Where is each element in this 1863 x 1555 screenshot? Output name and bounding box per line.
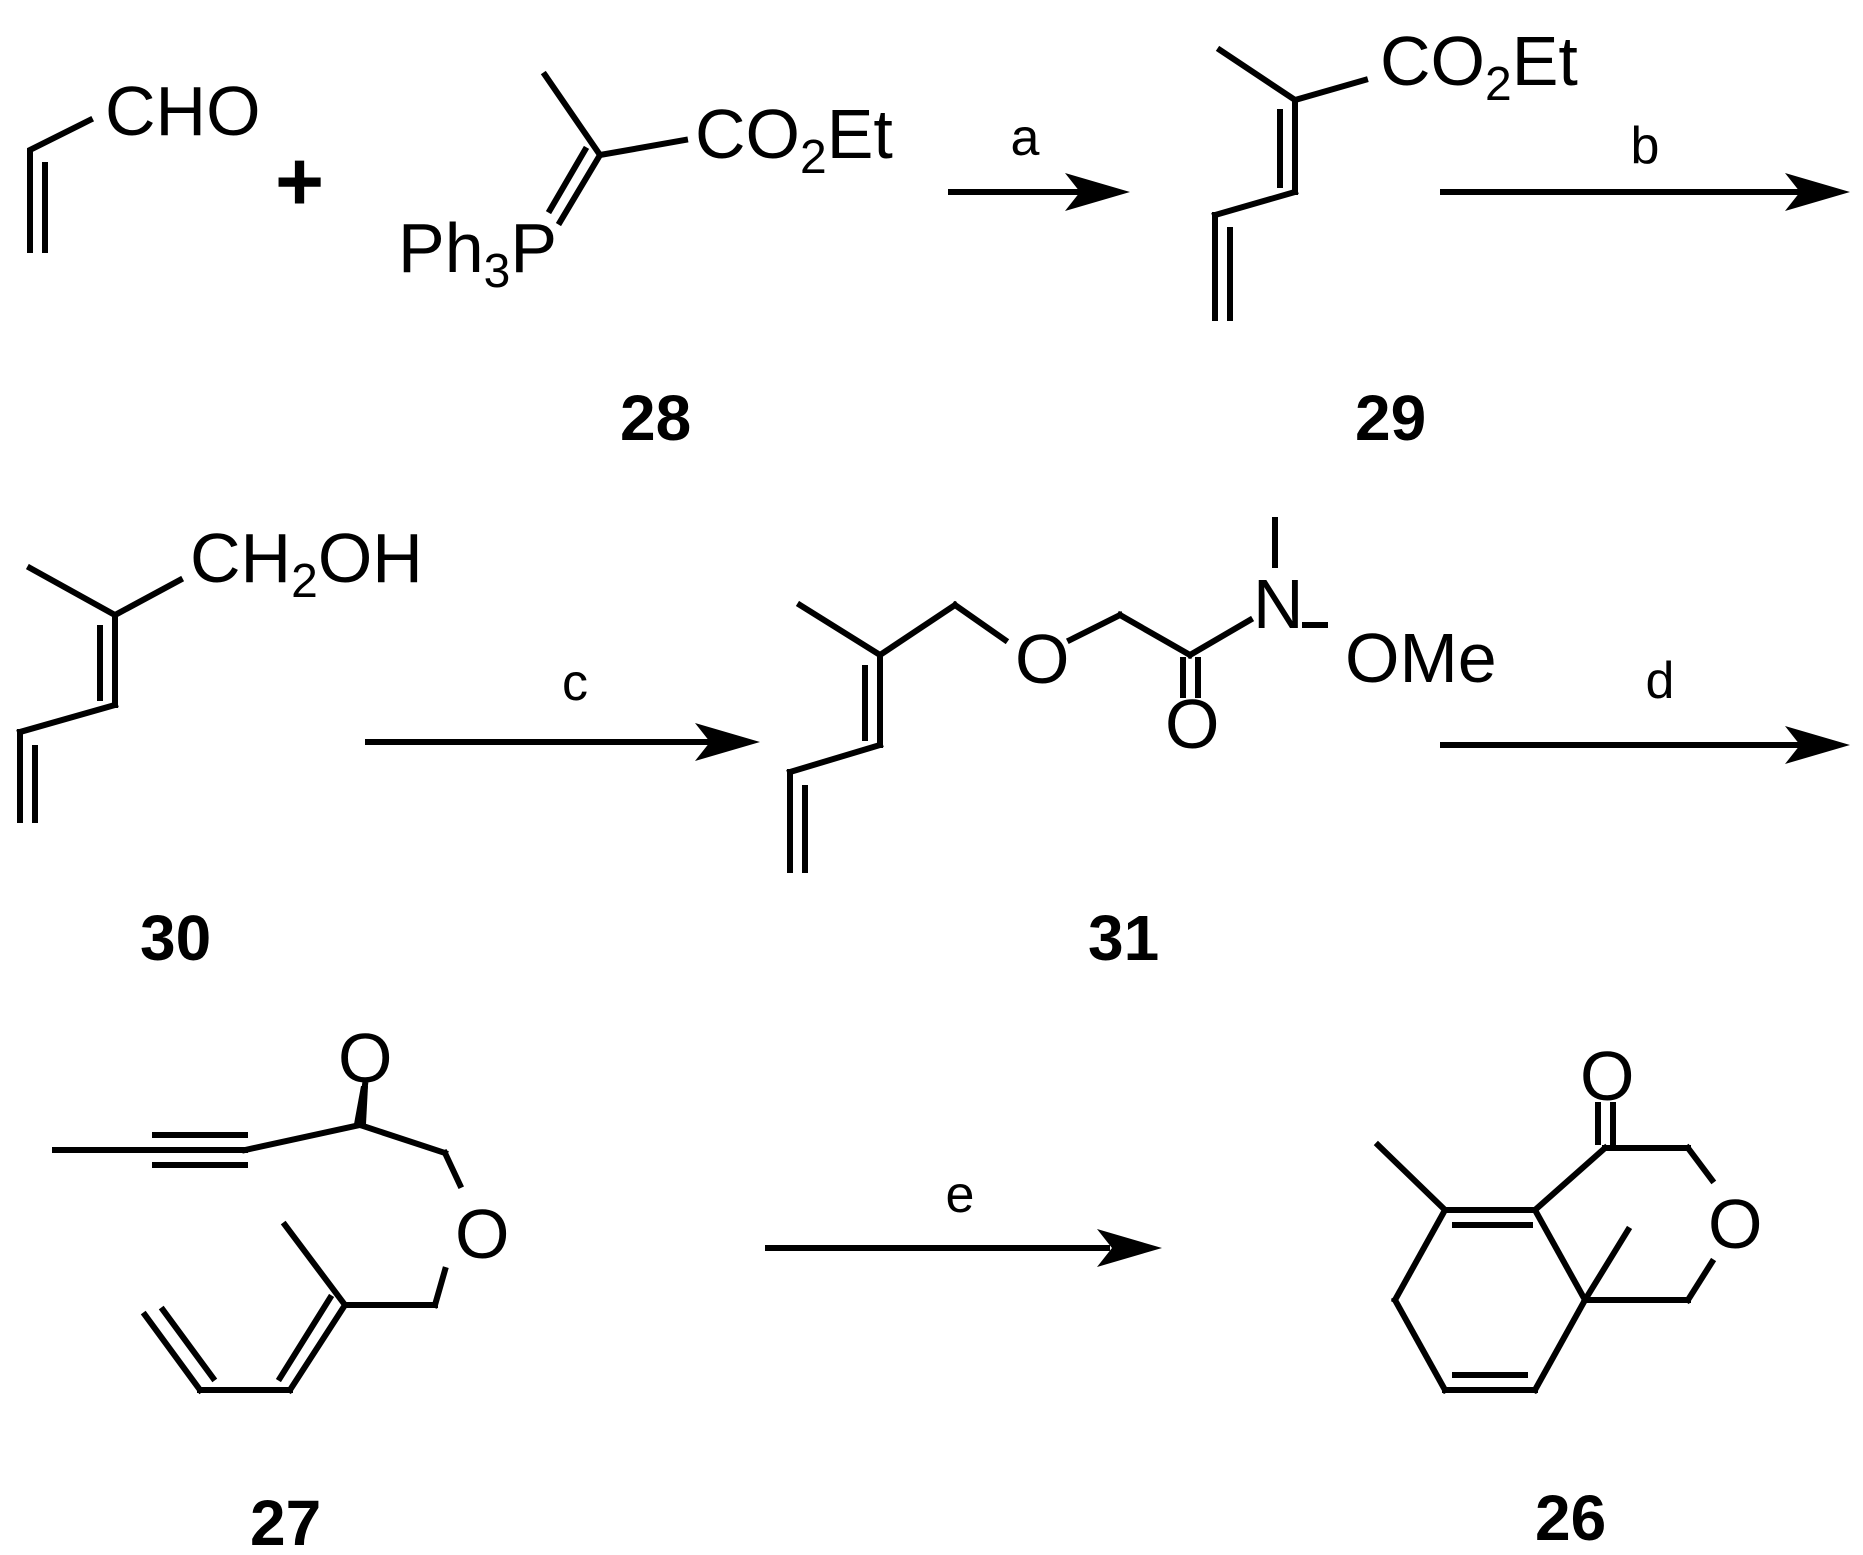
c29-c3c4-bond xyxy=(1211,188,1299,219)
c31-n-label: N xyxy=(1253,565,1304,643)
acrolein-bonds xyxy=(27,115,95,253)
c26-ring-o-label: O xyxy=(1708,1185,1762,1263)
c27-alkyne-co-bond xyxy=(241,1121,364,1154)
reaction-arrow-a: a xyxy=(948,109,1130,211)
c28-ylide-bond xyxy=(555,150,605,227)
condition-c: c xyxy=(562,654,588,712)
c26-ar-co-bond xyxy=(1530,1143,1610,1215)
c31-ome-label: OMe xyxy=(1345,619,1497,697)
c28-ph3p-label: Ph3P xyxy=(398,209,557,298)
compound-28-label: 28 xyxy=(620,382,691,454)
c26-quat-methyl-bond xyxy=(1580,1225,1633,1305)
reaction-arrow-b: b xyxy=(1440,117,1850,211)
c26-ring-5 xyxy=(1530,1295,1590,1395)
c27-vinyl-bond xyxy=(140,1310,205,1395)
condition-b: b xyxy=(1631,117,1660,175)
c27-ether-o-label: O xyxy=(455,1195,509,1273)
c26-ring-6 xyxy=(1530,1205,1590,1305)
c26-ch2o-bond xyxy=(1683,1143,1717,1185)
c28-ester-bond xyxy=(596,136,689,159)
c27-methyl-bond xyxy=(280,1220,350,1310)
condition-a: a xyxy=(1011,109,1040,167)
compound-27-structure: O O xyxy=(52,1019,509,1395)
compound-26-label: 26 xyxy=(1535,1482,1606,1554)
c31-ch2co-bond xyxy=(1115,610,1195,660)
compound-31-label: 31 xyxy=(1088,902,1159,974)
compound-30-label: 30 xyxy=(140,902,211,974)
c31-ch2-bond xyxy=(875,600,960,660)
c29-ester-bond xyxy=(1291,76,1369,104)
c29-co2et-label: CO2Et xyxy=(1380,22,1578,111)
c27-c2c3-double xyxy=(275,1293,335,1383)
c30-ch2oh-label: CH2OH xyxy=(190,519,423,608)
compound-29-label: 29 xyxy=(1355,382,1426,454)
c28-ylide-double xyxy=(545,145,590,215)
acrolein-structure: CHO xyxy=(27,72,261,253)
c31-ch2o-bond xyxy=(950,600,1010,645)
c31-c3c4-bond xyxy=(786,741,884,776)
c27-coch2-bond xyxy=(356,1121,449,1157)
compound-29-structure: CO2Et xyxy=(1211,22,1578,321)
compound-28-structure: CO2Et Ph3P xyxy=(398,70,893,298)
c31-och2-bond xyxy=(1065,610,1125,645)
c31-cn-bond xyxy=(1185,615,1255,660)
c27-ch2o-bond xyxy=(441,1149,464,1189)
c26-ring-methyl-bond xyxy=(1373,1140,1450,1215)
c30-methyl-bond xyxy=(25,563,120,620)
c27-vinyl-double xyxy=(158,1305,218,1383)
reaction-arrow-e: e xyxy=(765,1166,1162,1267)
c27-c2c3-bond xyxy=(285,1300,350,1395)
c30-ch2oh-bond xyxy=(110,575,185,620)
c28-co2et-label: CO2Et xyxy=(695,95,893,184)
c31-carbonyl-o-label: O xyxy=(1165,685,1219,763)
reaction-arrow-d: d xyxy=(1440,652,1850,764)
compound-30-structure: CH2OH xyxy=(16,519,423,823)
condition-e: e xyxy=(946,1166,975,1224)
compound-26-structure: O O xyxy=(1373,1037,1762,1395)
compound-27-label: 27 xyxy=(250,1487,321,1555)
c31-methyl-bond xyxy=(795,600,885,660)
acrolein-cho-label: CHO xyxy=(105,72,261,150)
c27-och2-bond xyxy=(431,1266,449,1309)
c27-wedge-bond xyxy=(354,1086,368,1124)
c27-carbonyl-o-label: O xyxy=(338,1019,392,1097)
c26-carbonyl-o-label: O xyxy=(1580,1037,1634,1115)
c29-methyl-bond xyxy=(1215,45,1300,105)
c26-ring-3 xyxy=(1390,1295,1450,1395)
condition-d: d xyxy=(1646,652,1675,710)
c30-c3c4-bond xyxy=(16,701,119,736)
c28-methyl-bond xyxy=(540,70,605,160)
reaction-arrow-c: c xyxy=(365,654,760,761)
plus-sign: + xyxy=(275,134,324,228)
c26-ring-2 xyxy=(1390,1205,1450,1305)
c26-och2-bond xyxy=(1683,1257,1717,1305)
compound-31-structure: O O N OMe xyxy=(786,517,1497,873)
c31-ether-o-label: O xyxy=(1015,620,1069,698)
